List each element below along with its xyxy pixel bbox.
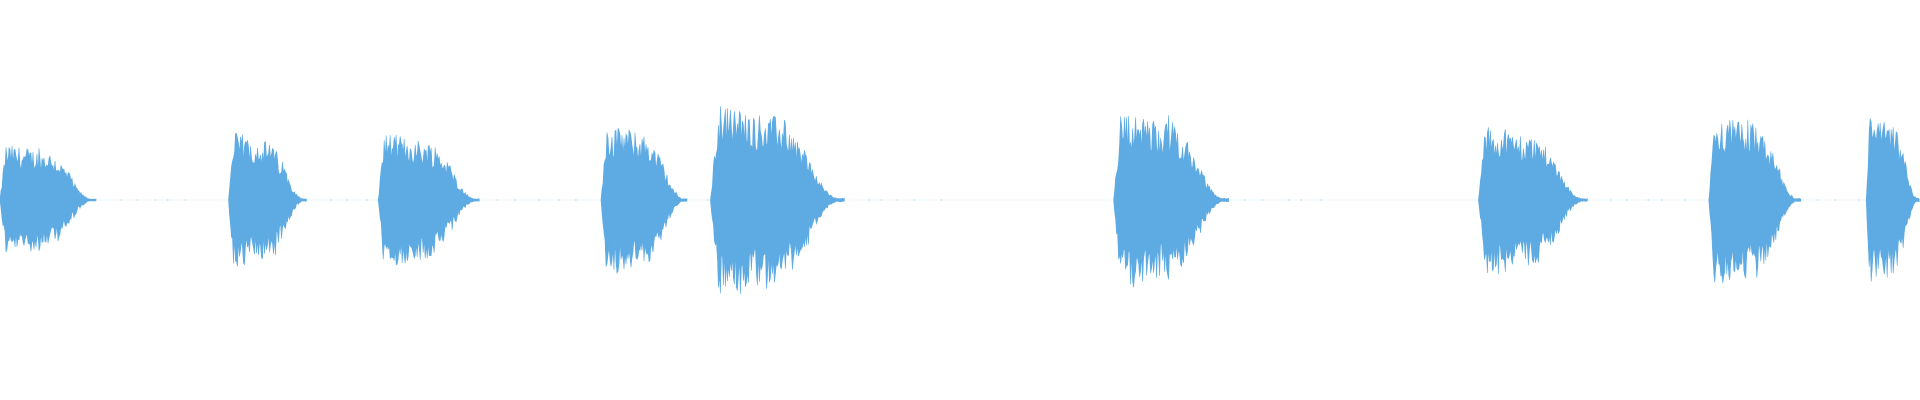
waveform-trail-dot (1647, 199, 1649, 201)
waveform-trail-dot (120, 199, 122, 201)
waveform-trail-dot (896, 199, 898, 201)
waveform-burst-9 (1865, 118, 1920, 282)
waveform-burst-7 (1478, 127, 1588, 275)
waveform-bursts (0, 106, 1920, 294)
waveform-burst-5 (710, 106, 845, 294)
waveform-trail-dot (155, 199, 156, 201)
waveform-trail-dot (1610, 199, 1612, 201)
waveform-burst-4 (600, 127, 688, 274)
waveform-trail-dot (1626, 199, 1628, 201)
waveform-trail-dot (1834, 199, 1836, 201)
waveform-trail-dot (1817, 199, 1819, 201)
waveform-burst-1 (0, 145, 97, 253)
waveform-trail-dot (1300, 199, 1302, 201)
waveform-trail-dot (707, 199, 709, 201)
waveform-trail-dot (1661, 199, 1663, 201)
waveform-trail-dot (913, 199, 915, 201)
waveform-trail-dot (1320, 199, 1322, 201)
waveform-trail-dot (137, 199, 138, 201)
waveform-burst-2 (228, 132, 307, 267)
waveform-trail-dot (1858, 199, 1860, 201)
waveform-trail-dot (1684, 199, 1686, 201)
waveform-trail-dot (185, 199, 186, 201)
waveform-trail-dot (167, 199, 169, 201)
waveform-trail-dot (881, 199, 882, 201)
waveform-burst-3 (377, 134, 480, 266)
waveform-trail-dot (1262, 199, 1263, 201)
waveform-burst-8 (1708, 119, 1802, 284)
waveform-trail-dot (330, 199, 332, 201)
waveform-trail-dot (366, 199, 368, 201)
waveform-trail-dot (1244, 199, 1246, 201)
waveform-trail-dot (497, 199, 498, 201)
waveform-trail-dot (558, 199, 560, 201)
waveform-trail-dot (941, 199, 942, 201)
waveform-trail-dot (346, 199, 348, 201)
waveform-trail-dot (514, 199, 516, 201)
waveform-trail-dot (538, 199, 540, 201)
waveform-trail-dot (575, 199, 577, 201)
waveform-burst-6 (1113, 115, 1229, 288)
waveform-trail-dot (1288, 199, 1290, 201)
waveform-trail-dot (868, 199, 870, 201)
